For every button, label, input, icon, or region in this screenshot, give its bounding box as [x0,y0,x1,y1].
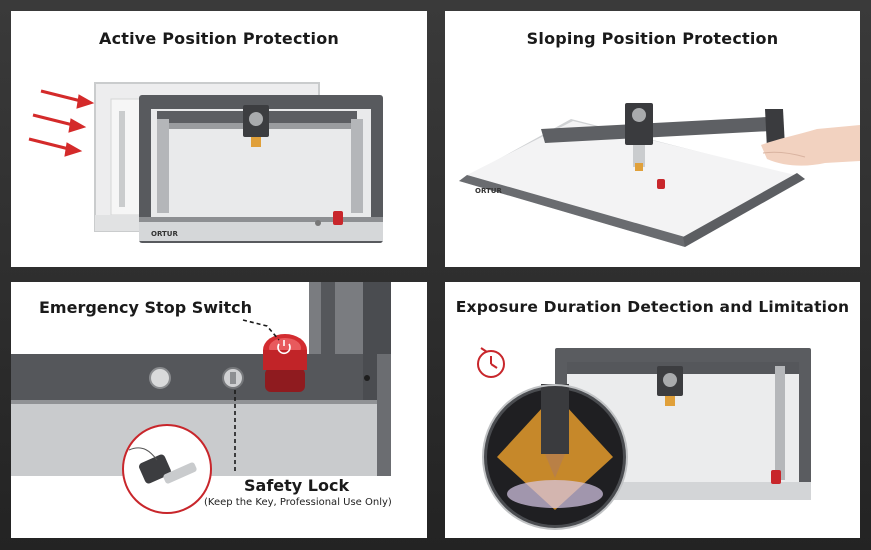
panel-active-position-protection: Active Position Protection [11,11,427,267]
emergency-callout-line [242,319,280,341]
brand-mark: ORTUR [475,187,502,195]
panel-title: Active Position Protection [99,29,339,48]
brand-mark: ORTUR [151,230,178,238]
engraver-with-inset-illustration [477,347,811,530]
timer-icon [477,347,505,378]
tilted-engraver-illustration: ORTUR [459,103,860,247]
safety-lock-note: (Keep the Key, Professional Use Only) [204,497,392,508]
frame-top [11,354,391,400]
engraver-frame [139,95,383,243]
panel-title: Exposure Duration Detection and Limitati… [455,298,850,316]
arrow-right-icon [28,89,95,157]
engraver-frame [459,103,805,247]
safety-lock-label: Safety Lock [244,476,350,495]
power-button [149,367,171,389]
emergency-stop-label: Emergency Stop Switch [39,298,253,317]
emergency-stop-button [263,334,307,392]
frame-closeup-illustration [11,282,391,514]
laser-closeup-inset [482,384,628,530]
hand-illustration [761,125,860,166]
panel-exposure-duration: Exposure Duration Detection and Limitati… [445,282,860,538]
panel-sloping-position-protection: Sloping Position Protection ORTUR [445,11,860,267]
vertical-rail [309,282,367,354]
key-inset [122,424,212,514]
laser-engraver-illustration: ORTUR [28,82,383,243]
panel-emergency-stop: Emergency Stop Switch Safety Lock (Keep … [11,282,427,538]
panel-title: Sloping Position Protection [526,29,779,48]
